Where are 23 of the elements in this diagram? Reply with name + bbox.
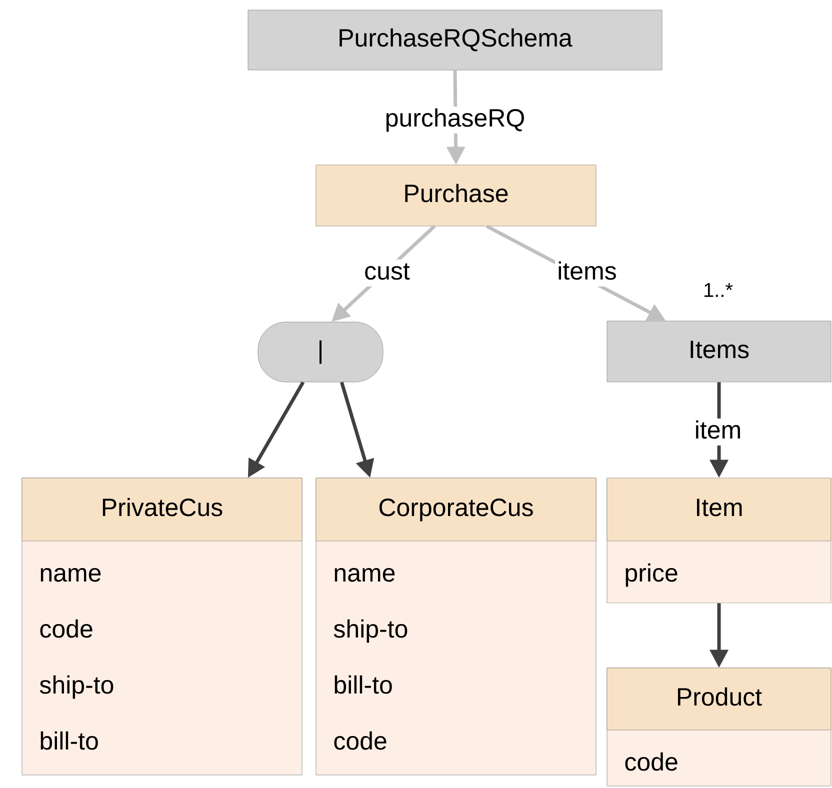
attribute: price	[626, 563, 678, 587]
attribute: bill-to	[334, 675, 392, 694]
attribute: name	[40, 568, 101, 582]
attribute: code	[625, 752, 678, 771]
choice-pill: |	[258, 322, 384, 382]
attribute: name	[334, 568, 395, 582]
class-name: PrivateCus	[102, 498, 222, 516]
type-box: PurchaseRQSchema	[248, 10, 662, 70]
multiplicity: 1..*	[704, 283, 733, 297]
edge-label: item	[692, 418, 744, 446]
class-name: Item	[697, 498, 742, 516]
type-box: Purchase	[316, 164, 596, 226]
class-name: CorporateCus	[379, 498, 533, 522]
attribute: ship-to	[334, 619, 408, 643]
edge-label: cust	[362, 260, 412, 286]
attribute: code	[334, 731, 386, 750]
type-box: Items	[606, 320, 832, 382]
attribute: bill-to	[40, 731, 98, 750]
attribute: ship-to	[40, 675, 114, 699]
class-name: Product	[678, 687, 762, 706]
edge-label: purchaseRQ	[382, 106, 528, 134]
attribute: code	[40, 619, 92, 638]
edge-label: items	[555, 260, 619, 286]
